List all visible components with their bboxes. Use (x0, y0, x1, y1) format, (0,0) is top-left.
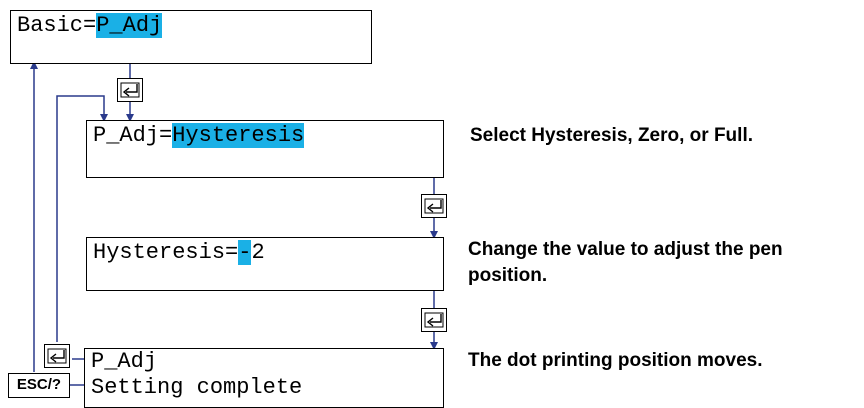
basic-screen: Basic=P_Adj (10, 10, 372, 64)
caption-change-line2: position. (468, 265, 548, 286)
hysteresis-value: 2 (251, 240, 265, 265)
caption-select: Select Hysteresis, Zero, or Full. (470, 125, 753, 146)
esc-key: ESC/? (8, 373, 70, 398)
complete-line1: P_Adj (91, 349, 158, 374)
enter-key-icon (424, 312, 444, 328)
enter-key-1 (117, 78, 143, 102)
padj-value-highlight: Hysteresis (172, 123, 305, 148)
basic-prefix: Basic= (17, 13, 97, 38)
enter-key-4 (44, 344, 70, 368)
enter-key-2 (421, 194, 447, 218)
caption-change-line1: Change the value to adjust the pen (468, 239, 783, 260)
basic-value-highlight: P_Adj (96, 13, 163, 38)
enter-key-3 (421, 308, 447, 332)
padj-screen: P_Adj=Hysteresis (86, 120, 444, 178)
flow-arrows (30, 61, 438, 386)
hysteresis-screen: Hysteresis=-2 (86, 237, 444, 291)
hysteresis-prefix: Hysteresis= (93, 240, 239, 265)
complete-line2: Setting complete (91, 375, 303, 400)
enter-key-icon (120, 82, 140, 98)
padj-prefix: P_Adj= (93, 123, 173, 148)
enter-key-icon (424, 198, 444, 214)
enter-key-icon (47, 348, 67, 364)
hysteresis-cursor: - (238, 240, 252, 265)
caption-dot: The dot printing position moves. (468, 350, 763, 371)
settings-flow-diagram: Basic=P_Adj P_Adj=Hysteresis Hysteresis=… (8, 10, 783, 408)
caption-change: Change the value to adjust the pen posit… (468, 237, 783, 289)
esc-key-label: ESC/? (16, 376, 62, 393)
